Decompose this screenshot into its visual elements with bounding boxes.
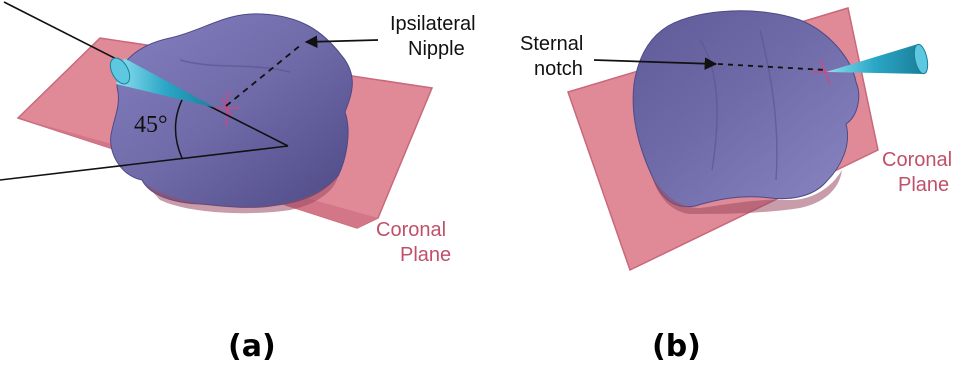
coronal-plane-label-b-line2: Plane: [898, 174, 949, 196]
coronal-plane-label-a-line1: Coronal: [376, 219, 446, 241]
coronal-plane-label-b-line1: Coronal: [882, 149, 952, 171]
notch-label-line2: notch: [534, 58, 583, 80]
coronal-plane-label-a-line2: Plane: [400, 244, 451, 266]
panel-a: 45° Ipsilateral Nipple Coronal Plane (a): [0, 2, 476, 364]
caption-a: (a): [228, 329, 276, 364]
nipple-label-line1: Ipsilateral: [390, 13, 476, 35]
caption-b: (b): [652, 329, 701, 364]
torso-surface-b: [633, 11, 859, 207]
notch-label-line1: Sternal: [520, 33, 583, 55]
breast-surface-a: [111, 14, 353, 208]
angle-label: 45°: [134, 112, 168, 138]
nipple-label-line2: Nipple: [408, 38, 465, 60]
panel-b: Sternal notch Coronal Plane (b): [520, 8, 952, 364]
